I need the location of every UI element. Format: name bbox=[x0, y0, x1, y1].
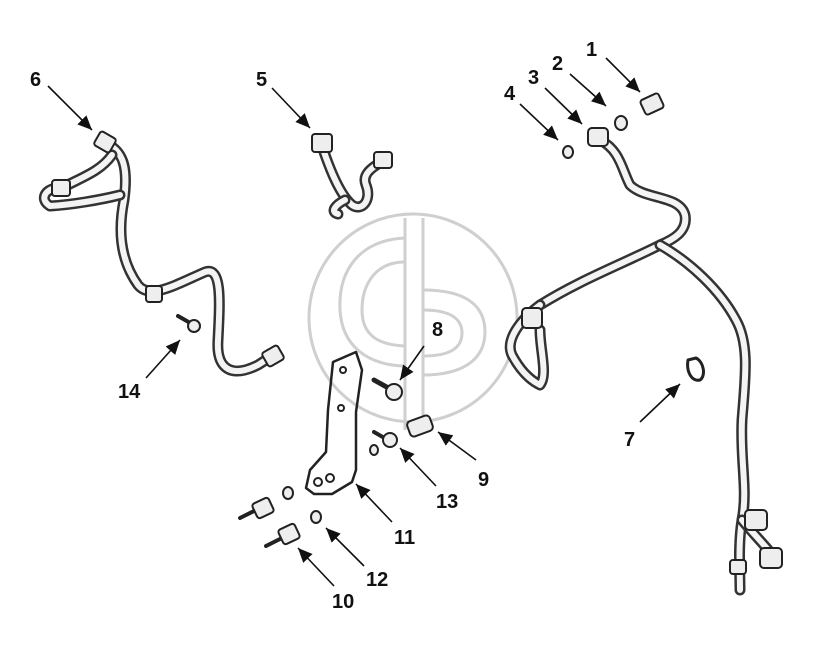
bolt-8 bbox=[371, 377, 403, 401]
callout-13: 13 bbox=[436, 491, 458, 513]
callout-2: 2 bbox=[552, 53, 563, 75]
callout-4: 4 bbox=[504, 83, 516, 105]
clip-7 bbox=[686, 356, 705, 382]
fuel-line-u-tube bbox=[311, 133, 393, 220]
callout-3: 3 bbox=[528, 67, 539, 89]
callout-8: 8 bbox=[432, 319, 443, 341]
callout-9: 9 bbox=[478, 469, 489, 491]
callout-6: 6 bbox=[30, 69, 41, 91]
leader-lines bbox=[47, 57, 681, 587]
fittings-10-12 bbox=[238, 486, 322, 548]
fuel-line-left bbox=[38, 130, 285, 377]
bracket-11 bbox=[304, 350, 364, 496]
callout-labels: 1 2 3 4 5 6 7 8 9 10 11 12 13 14 bbox=[30, 39, 635, 613]
callout-11: 11 bbox=[394, 527, 415, 549]
fitting-9-13 bbox=[369, 414, 434, 456]
callout-1: 1 bbox=[586, 39, 597, 61]
banjo-hardware bbox=[562, 92, 665, 159]
callout-10: 10 bbox=[332, 591, 354, 613]
callout-7: 7 bbox=[624, 429, 635, 451]
fuel-line-right bbox=[504, 127, 783, 596]
watermark-logo bbox=[307, 212, 519, 430]
callout-5: 5 bbox=[256, 69, 267, 91]
callout-12: 12 bbox=[366, 569, 388, 591]
callout-14: 14 bbox=[118, 381, 141, 403]
bolt-14 bbox=[176, 314, 201, 333]
